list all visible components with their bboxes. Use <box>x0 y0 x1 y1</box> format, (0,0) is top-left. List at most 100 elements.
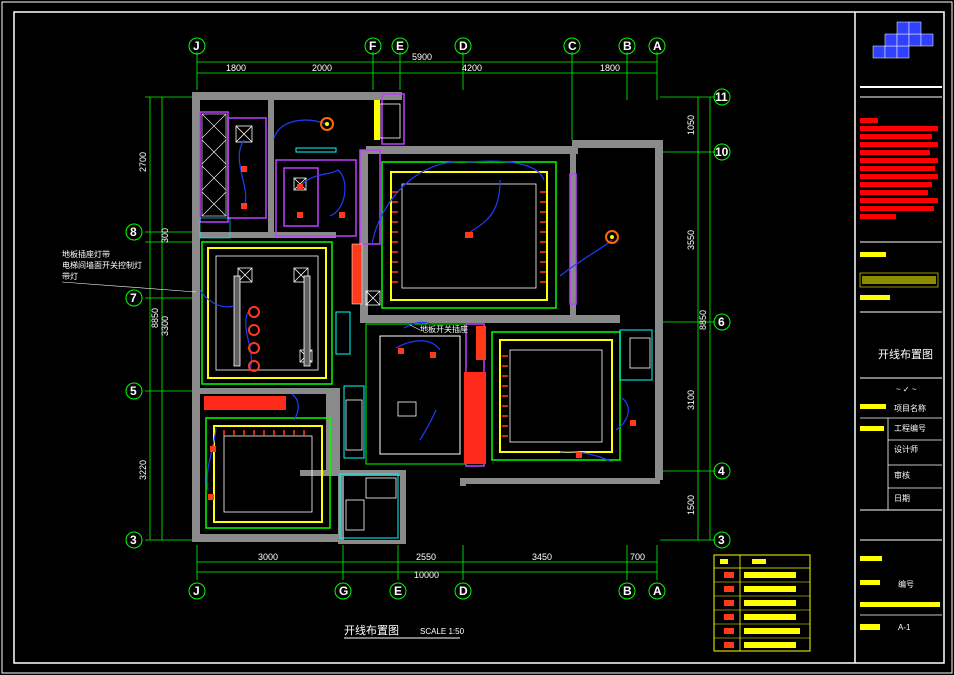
axis-bottom-G: G <box>334 582 352 600</box>
svg-text:5: 5 <box>130 384 137 398</box>
pendant-light-icon <box>248 306 260 318</box>
wiring <box>199 119 629 491</box>
title-block-sheet-value: A-1 <box>898 623 911 632</box>
axis-left-7: 7 <box>125 289 143 307</box>
dim-left-total: 8850 <box>150 308 160 328</box>
ceiling-dining <box>207 247 327 379</box>
svg-text:7: 7 <box>130 291 137 305</box>
axis-top-J: J <box>188 37 206 55</box>
downlight-icon <box>576 452 582 458</box>
dim-top-seg-3: 4200 <box>462 63 482 73</box>
notes-red-block <box>860 118 938 219</box>
downlight-icon <box>241 203 247 209</box>
svg-text:E: E <box>394 584 402 598</box>
legend-row <box>714 600 810 611</box>
bathroom-fixtures <box>233 103 651 531</box>
ceiling-bedroom-1 <box>499 339 613 453</box>
ceiling-living <box>390 171 548 301</box>
drawing-title-text: 开线布置图 <box>344 623 399 637</box>
title-block-field-2: 工程编号 <box>894 423 926 433</box>
axis-left-8: 8 <box>125 223 143 241</box>
drawing-scale: SCALE 1:50 <box>420 627 465 636</box>
svg-text:G: G <box>339 584 348 598</box>
svg-text:8: 8 <box>130 225 137 239</box>
axis-top-B: B <box>618 37 636 55</box>
drawing-title: 开线布置图 SCALE 1:50 <box>344 623 465 639</box>
kitchen-cabinet-hatch <box>199 113 231 239</box>
downlight-icon <box>465 232 473 238</box>
dim-bottom-total: 10000 <box>414 570 439 580</box>
svg-text:A: A <box>653 39 662 53</box>
legend-row <box>714 572 810 583</box>
pendant-light-icon <box>248 324 260 336</box>
axis-bottom-E: E <box>389 582 407 600</box>
callout-left-line-3: 带灯 <box>62 271 78 281</box>
axis-top-D: D <box>454 37 472 55</box>
svg-text:J: J <box>193 584 200 598</box>
svg-text:3: 3 <box>130 533 137 547</box>
axis-bottom-J: J <box>188 582 206 600</box>
svg-text:C: C <box>568 39 577 53</box>
axis-right-4: 4 <box>713 462 731 480</box>
dim-bottom-seg-3: 3450 <box>532 552 552 562</box>
dim-right-seg-2: 3550 <box>686 230 696 250</box>
title-block-field-3: 设计师 <box>894 444 918 454</box>
svg-text:J: J <box>193 39 200 53</box>
dim-top-seg-4: 1800 <box>600 63 620 73</box>
annotations: 地板插座灯带 电梯间墙面开关控制灯 带灯 地板开关插座 <box>61 249 468 334</box>
downlight-icon <box>630 420 636 426</box>
downlight-icon <box>398 348 404 354</box>
dim-left-seg-3: 3300 <box>160 316 170 336</box>
title-block-tick-mark: ~ ✓ ~ <box>896 385 917 394</box>
dim-bottom-seg-2: 2550 <box>416 552 436 562</box>
title-block-field-5: 日期 <box>894 494 910 503</box>
dim-right-total: 8850 <box>698 310 708 330</box>
axis-bottom-B: B <box>618 582 636 600</box>
pendant-light-icon <box>320 117 334 131</box>
inner-frame <box>13 11 945 664</box>
pendant-light-icon <box>248 342 260 354</box>
downlight-icon <box>430 352 436 358</box>
downlight-icon <box>208 494 214 500</box>
ceilings <box>201 161 621 529</box>
svg-text:3: 3 <box>718 533 725 547</box>
svg-text:10: 10 <box>715 145 729 159</box>
title-block: 开线布置图 ~ ✓ ~ 项目名称 工程编号 设计师 审核 日期 编号 A-1 <box>859 21 942 632</box>
axis-left-5: 5 <box>125 382 143 400</box>
callout-left-line-2: 电梯间墙面开关控制灯 <box>62 260 142 270</box>
svg-text:D: D <box>459 584 468 598</box>
ceiling-lights <box>208 117 636 500</box>
downlight-icon <box>297 184 303 190</box>
title-block-field-4: 审核 <box>894 470 910 480</box>
dim-right-seg-1: 1050 <box>686 115 696 135</box>
svg-text:F: F <box>369 39 376 53</box>
dimension-lines <box>145 52 715 580</box>
title-block-sheet-label: 编号 <box>898 579 914 589</box>
fixtures <box>295 147 653 539</box>
svg-text:A: A <box>653 584 662 598</box>
svg-text:6: 6 <box>718 315 725 329</box>
dim-right-seg-4: 1500 <box>686 495 696 515</box>
callout-left-line-1: 地板插座灯带 <box>62 249 110 259</box>
axis-bottom-D: D <box>454 582 472 600</box>
walls <box>192 92 663 544</box>
dim-top-total: 5900 <box>412 52 432 62</box>
svg-text:B: B <box>623 584 632 598</box>
pendant-light-icon <box>248 360 260 372</box>
dim-top-seg-2: 2000 <box>312 63 332 73</box>
axis-bottom-A: A <box>648 582 666 600</box>
downlight-icon <box>339 212 345 218</box>
downlight-icon <box>297 212 303 218</box>
dim-left-seg-2: 300 <box>160 228 170 243</box>
svg-text:B: B <box>623 39 632 53</box>
svg-text:D: D <box>459 39 468 53</box>
cabinets <box>199 93 577 467</box>
dim-bottom-seg-1: 3000 <box>258 552 278 562</box>
svg-text:4: 4 <box>718 464 725 478</box>
strip-lights <box>204 100 486 464</box>
pendant-light-icon <box>605 230 619 244</box>
axis-right-3: 3 <box>713 531 731 549</box>
dim-top-seg-1: 1800 <box>226 63 246 73</box>
